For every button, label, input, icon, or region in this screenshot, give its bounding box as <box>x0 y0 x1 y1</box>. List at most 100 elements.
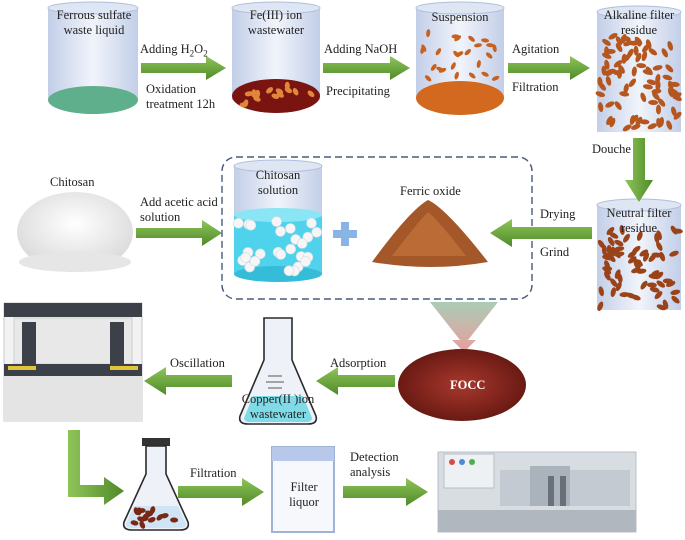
beaker-chitosan-solution <box>233 159 323 282</box>
particle <box>613 60 623 68</box>
particle <box>266 87 274 94</box>
particle <box>619 292 630 298</box>
particle <box>662 278 673 284</box>
particle <box>598 286 604 297</box>
particle <box>609 232 619 239</box>
particle <box>464 49 472 56</box>
ferric-oxide-pile <box>372 200 488 267</box>
particle <box>160 513 169 519</box>
particle <box>614 101 622 110</box>
particle <box>666 120 673 130</box>
particle <box>602 38 611 46</box>
particle <box>670 225 678 235</box>
arrow-h2o2 <box>141 56 226 80</box>
particle <box>491 75 500 81</box>
focc-pile <box>398 349 526 421</box>
label-naoh: Adding NaOH <box>324 42 398 56</box>
particle <box>426 29 431 38</box>
particle <box>607 254 616 263</box>
particle <box>476 60 481 68</box>
funnel-arrow <box>430 302 498 352</box>
particle <box>602 266 613 272</box>
particle <box>615 43 623 52</box>
particle <box>657 98 666 107</box>
particle <box>605 76 612 86</box>
label-agitation: Agitation <box>512 42 560 56</box>
particle <box>622 124 632 132</box>
particle <box>435 48 442 56</box>
beaker-ferrous <box>47 1 139 114</box>
particle <box>239 102 248 108</box>
particle <box>481 71 489 77</box>
particle <box>671 106 677 117</box>
particle <box>610 287 616 298</box>
particle <box>632 245 641 254</box>
particle <box>430 63 437 71</box>
particle <box>640 280 648 290</box>
particle <box>661 48 669 58</box>
particle <box>147 517 156 523</box>
particle <box>669 88 679 96</box>
beaker-neutral <box>596 198 683 312</box>
particle <box>453 50 460 58</box>
particle <box>275 249 287 260</box>
particle <box>609 117 616 128</box>
particle <box>170 517 179 523</box>
particle <box>139 521 146 529</box>
particle <box>249 255 261 267</box>
particle <box>604 59 610 70</box>
particle <box>671 295 680 304</box>
particle <box>656 241 663 251</box>
particle <box>485 52 493 59</box>
particle <box>614 269 621 279</box>
particle <box>307 90 315 98</box>
particle <box>306 217 317 229</box>
particle <box>646 79 657 86</box>
particle <box>233 217 244 229</box>
particle <box>648 273 659 279</box>
label-h2o2: Adding H2O2 <box>140 42 208 59</box>
particle <box>285 223 296 234</box>
particle <box>631 123 641 130</box>
particle <box>628 256 637 264</box>
label-drying: Drying <box>540 207 576 221</box>
particle <box>454 35 462 42</box>
beaker-fe3 <box>231 1 321 113</box>
particle <box>628 78 637 88</box>
label-suspension: Suspension <box>431 10 489 24</box>
particle <box>481 38 490 43</box>
arrow-adsorption <box>316 367 395 395</box>
label-grind: Grind <box>540 245 570 259</box>
particle <box>598 102 604 113</box>
particle <box>424 75 432 82</box>
particle <box>604 271 611 281</box>
particle <box>614 251 625 258</box>
particle <box>149 506 156 515</box>
particle <box>254 248 266 260</box>
particle <box>450 62 456 70</box>
particle <box>621 53 627 64</box>
particle <box>631 66 637 77</box>
particle <box>669 250 679 257</box>
particle <box>300 256 311 267</box>
particle <box>130 520 139 526</box>
particle <box>251 89 257 98</box>
particle <box>629 40 640 46</box>
particle <box>614 246 625 252</box>
label-focc: FOCC <box>450 378 486 392</box>
label-ferric-oxide: Ferric oxide <box>400 184 461 198</box>
particle <box>244 91 253 97</box>
particle <box>640 92 647 103</box>
particle <box>610 246 616 257</box>
particle <box>136 507 142 516</box>
particle <box>656 104 661 115</box>
particle <box>642 84 653 90</box>
particle <box>623 83 629 94</box>
particle <box>670 289 681 295</box>
particle <box>647 123 658 130</box>
particle <box>595 91 606 98</box>
